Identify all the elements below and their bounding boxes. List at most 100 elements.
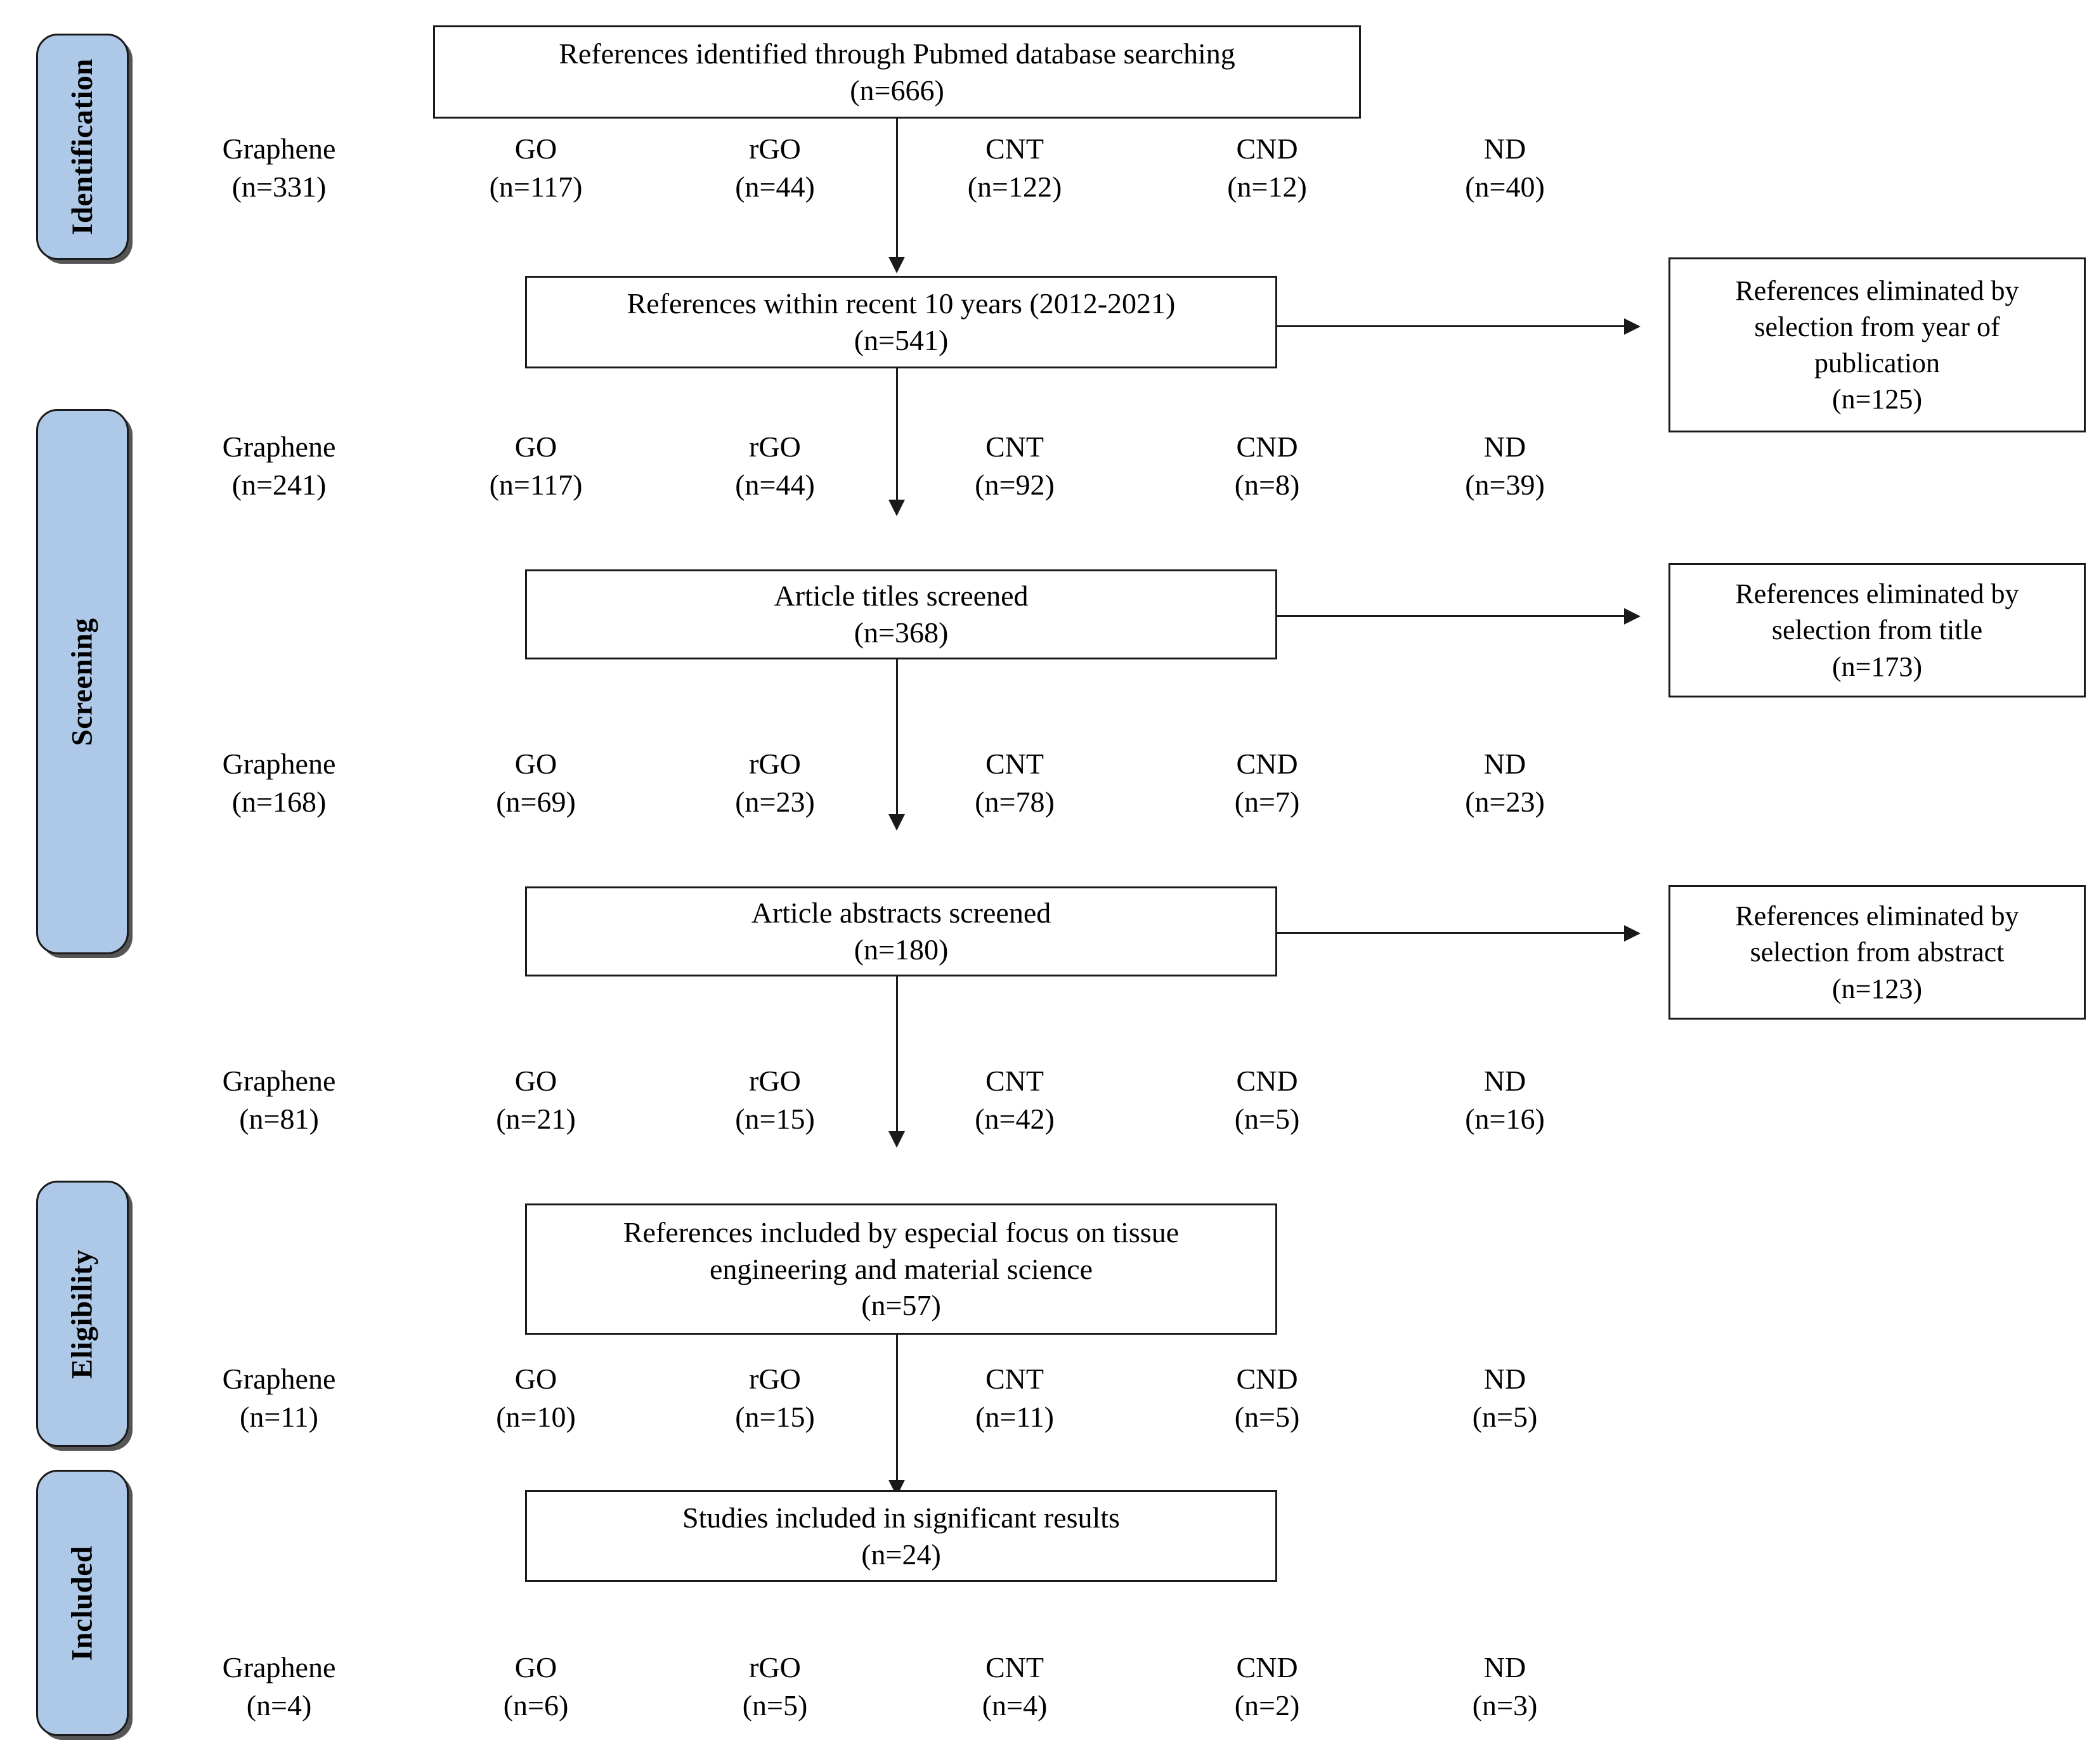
material-value-nd: (n=16) — [1465, 1102, 1545, 1135]
count-cell-cnt: CNT (n=92) — [975, 428, 1055, 504]
material-label-graphene: Graphene — [222, 431, 336, 463]
material-value-graphene: (n=168) — [231, 785, 327, 818]
material-label-rgo: rGO — [749, 133, 801, 165]
material-label-go: GO — [514, 1363, 557, 1395]
flow-box-article-abstracts-screened: Article abstracts screened (n=180) — [525, 886, 1277, 976]
material-value-rgo: (n=15) — [735, 1400, 815, 1433]
material-label-nd: ND — [1483, 1363, 1526, 1395]
stage-pill-screening: Screening — [36, 409, 129, 954]
arrow-box3-to-exclusion2 — [1624, 608, 1641, 625]
flow-box-recent-10-years: References within recent 10 years (2012-… — [525, 276, 1277, 368]
material-value-go: (n=6) — [503, 1689, 569, 1722]
material-label-rgo: rGO — [749, 748, 801, 780]
count-cell-cnd: CND (n=7) — [1235, 745, 1300, 821]
flow-box-4-line2: (n=180) — [854, 933, 949, 966]
material-value-go: (n=10) — [496, 1400, 576, 1433]
flow-box-1-line2: (n=666) — [850, 74, 944, 107]
count-cell-go: GO (n=10) — [496, 1360, 576, 1436]
connector-box2-to-exclusion1 — [1277, 325, 1624, 327]
material-label-graphene: Graphene — [222, 1363, 336, 1395]
flow-box-3-line2: (n=368) — [854, 616, 949, 649]
material-label-cnt: CNT — [985, 748, 1044, 780]
material-value-cnd: (n=8) — [1234, 468, 1300, 501]
flow-box-5-line3: (n=57) — [861, 1289, 941, 1322]
count-cell-nd: ND (n=16) — [1465, 1062, 1545, 1138]
material-label-nd: ND — [1483, 431, 1526, 463]
material-value-graphene: (n=331) — [231, 170, 327, 203]
count-cell-nd: ND (n=23) — [1465, 745, 1545, 821]
count-cell-graphene: Graphene (n=331) — [223, 130, 336, 206]
exclusion-box-2-line1: References eliminated by — [1735, 578, 2019, 610]
material-value-cnt: (n=11) — [975, 1400, 1054, 1433]
material-label-rgo: rGO — [749, 1363, 801, 1395]
connector-box3-to-exclusion2 — [1277, 615, 1624, 617]
connector-box1-to-box2 — [896, 119, 898, 259]
material-value-go: (n=117) — [489, 170, 583, 203]
arrow-box4-to-exclusion3 — [1624, 925, 1641, 942]
count-cell-go: GO (n=117) — [490, 130, 583, 206]
flow-box-2-line1: References within recent 10 years (2012-… — [627, 287, 1176, 320]
exclusion-box-1-line1: References eliminated by — [1735, 275, 2019, 306]
exclusion-box-3-line2: selection from abstract — [1750, 937, 2005, 968]
material-value-rgo: (n=44) — [735, 170, 815, 203]
count-cell-cnt: CNT (n=4) — [982, 1649, 1048, 1725]
material-value-go: (n=117) — [489, 468, 583, 501]
material-label-nd: ND — [1483, 133, 1526, 165]
connector-box3-to-box4 — [896, 659, 898, 819]
arrow-box1-to-box2 — [888, 257, 905, 273]
material-label-graphene: Graphene — [222, 748, 336, 780]
material-value-cnd: (n=5) — [1234, 1102, 1300, 1135]
exclusion-box-3-line3: (n=123) — [1831, 973, 1923, 1004]
exclusion-box-1-line3: publication — [1814, 347, 1940, 379]
flow-box-references-included-tissue-engineering: References included by especial focus on… — [525, 1203, 1277, 1335]
count-row-recent-10-years: Graphene (n=241) GO (n=117) rGO (n=44) C… — [0, 428, 2094, 510]
count-cell-cnd: CND (n=8) — [1235, 428, 1300, 504]
count-cell-rgo: rGO (n=44) — [735, 130, 815, 206]
flow-box-2-line2: (n=541) — [854, 324, 949, 356]
count-cell-graphene: Graphene (n=81) — [223, 1062, 336, 1138]
material-value-nd: (n=40) — [1465, 170, 1545, 203]
count-cell-rgo: rGO (n=15) — [735, 1062, 815, 1138]
material-label-cnt: CNT — [985, 133, 1044, 165]
material-label-cnt: CNT — [985, 431, 1044, 463]
material-label-go: GO — [514, 1651, 557, 1683]
exclusion-box-title: References eliminated by selection from … — [1668, 563, 2086, 697]
arrow-box2-to-exclusion1 — [1624, 318, 1641, 335]
material-label-rgo: rGO — [749, 1651, 801, 1683]
count-cell-go: GO (n=69) — [496, 745, 576, 821]
count-row-abstracts-screened: Graphene (n=81) GO (n=21) rGO (n=15) CNT… — [0, 1062, 2094, 1145]
exclusion-box-2-line2: selection from title — [1771, 614, 1983, 646]
material-value-graphene: (n=4) — [246, 1689, 312, 1722]
exclusion-box-1-line2: selection from year of — [1754, 311, 2000, 342]
count-cell-rgo: rGO (n=23) — [735, 745, 815, 821]
count-cell-go: GO (n=6) — [504, 1649, 569, 1725]
material-label-cnd: CND — [1236, 748, 1298, 780]
flow-box-5-line1: References included by especial focus on… — [623, 1216, 1180, 1248]
material-value-cnt: (n=92) — [975, 468, 1055, 501]
count-cell-graphene: Graphene (n=168) — [223, 745, 336, 821]
material-label-graphene: Graphene — [222, 1065, 336, 1097]
count-cell-cnd: CND (n=2) — [1235, 1649, 1300, 1725]
connector-box5-to-box6 — [896, 1335, 898, 1485]
material-value-cnt: (n=122) — [967, 170, 1062, 203]
material-value-cnt: (n=78) — [975, 785, 1055, 818]
exclusion-box-abstract: References eliminated by selection from … — [1668, 885, 2086, 1020]
material-value-graphene: (n=81) — [239, 1102, 319, 1135]
material-label-nd: ND — [1483, 1651, 1526, 1683]
count-cell-cnt: CNT (n=122) — [968, 130, 1062, 206]
stage-label-screening: Screening — [65, 617, 99, 746]
exclusion-box-1-line4: (n=125) — [1831, 384, 1923, 415]
material-value-cnd: (n=2) — [1234, 1689, 1300, 1722]
count-cell-graphene: Graphene (n=241) — [223, 428, 336, 504]
stage-label-included: Included — [65, 1545, 99, 1661]
flow-box-references-identified: References identified through Pubmed dat… — [433, 25, 1361, 119]
material-value-cnt: (n=42) — [975, 1102, 1055, 1135]
material-value-go: (n=21) — [496, 1102, 576, 1135]
count-cell-nd: ND (n=3) — [1473, 1649, 1538, 1725]
material-value-nd: (n=3) — [1472, 1689, 1538, 1722]
exclusion-box-3-line1: References eliminated by — [1735, 900, 2019, 932]
count-row-titles-screened: Graphene (n=168) GO (n=69) rGO (n=23) CN… — [0, 745, 2094, 827]
exclusion-box-year-of-publication: References eliminated by selection from … — [1668, 257, 2086, 432]
material-value-nd: (n=39) — [1465, 468, 1545, 501]
